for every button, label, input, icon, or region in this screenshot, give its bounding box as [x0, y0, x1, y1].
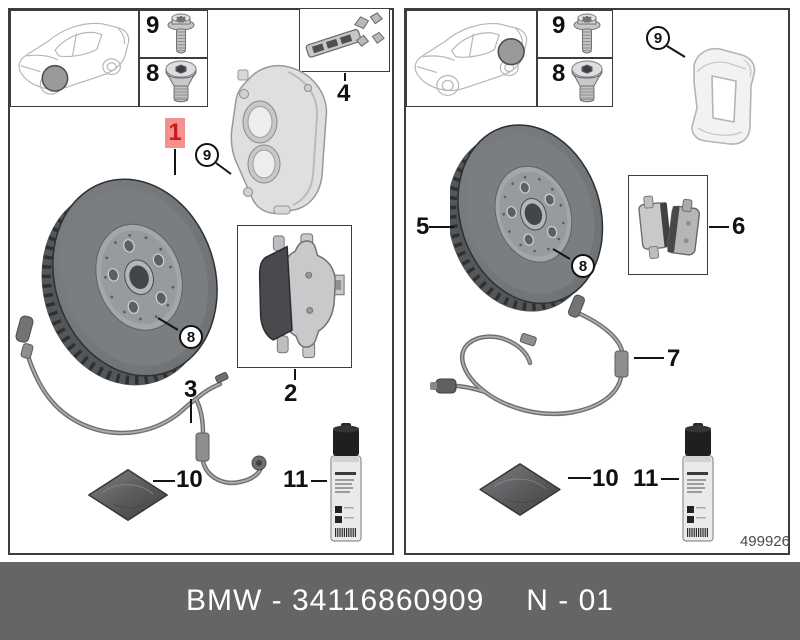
callout-cleaner-right: 11 [633, 465, 659, 492]
cleaner-spray-can-illustration-left [328, 420, 364, 544]
inset-divider [140, 57, 207, 59]
footer-part-number: BMW - 34116860909 [186, 584, 485, 617]
car-thumbnail [18, 22, 130, 95]
rear-wheel-location-marker [497, 37, 525, 66]
callout-paste-left: 10 [176, 466, 203, 493]
front-wheel-location-marker [41, 64, 69, 92]
callout-cleaner-left: 11 [283, 466, 309, 493]
drawing-number: 499926 [739, 533, 790, 550]
cleaner-spray-can-illustration-right [680, 420, 716, 544]
callout-pads-front: 2 [284, 380, 298, 407]
callout-sensor-rear: 7 [667, 345, 681, 372]
footer-page-indicator: N - 01 [526, 584, 614, 617]
brake-pads-inset-front [237, 225, 352, 368]
brake-pads-inset-rear [628, 175, 708, 275]
brake-caliper-illustration [218, 58, 338, 218]
brake-pads-illustration-front [258, 233, 345, 359]
callout-screw-left: 9 [146, 12, 160, 39]
callout-screw-right: 9 [552, 12, 566, 39]
callout-disc-rear: 5 [416, 213, 430, 240]
wear-sensor-illustration-rear [428, 293, 646, 429]
callout-hub-plug-circled-rear: 8 [571, 254, 595, 278]
paste-sachet-illustration-right [473, 461, 567, 518]
caliper-carrier-bracket-illustration [682, 40, 758, 150]
anti-rattle-clip-kit-inset [299, 8, 390, 72]
callout-paste-right: 10 [592, 465, 619, 492]
callout-sensor-front: 3 [184, 376, 198, 403]
wear-sensor-illustration-front [12, 312, 284, 504]
torx-screw-icon [164, 11, 198, 56]
callout-clip-kit: 4 [337, 80, 351, 107]
inset-divider [538, 57, 612, 59]
car-location-inset-left [10, 10, 139, 107]
callout-hub-plug-circled-front: 8 [179, 325, 203, 349]
anti-rattle-clip-kit-illustration [305, 12, 385, 58]
footer-bar: BMW - 34116860909 N - 01 [0, 562, 800, 640]
torx-screw-icon [570, 11, 604, 56]
callout-caliper-circled: 9 [195, 143, 219, 167]
hub-plug-screw-icon [162, 59, 200, 105]
brake-disc-illustration-rear [450, 116, 606, 318]
hub-plug-screw-icon [568, 59, 606, 105]
car-thumbnail [414, 22, 528, 96]
callout-plug-left: 8 [146, 60, 160, 87]
callout-pads-rear: 6 [732, 213, 746, 240]
paste-sachet-illustration-left [86, 466, 170, 524]
callout-carrier-circled: 9 [646, 26, 670, 50]
callout-disc-front-highlighted: 1 [165, 118, 185, 148]
callout-plug-right: 8 [552, 60, 566, 87]
car-location-inset-right [406, 10, 537, 107]
brake-pads-illustration-rear [638, 195, 701, 260]
